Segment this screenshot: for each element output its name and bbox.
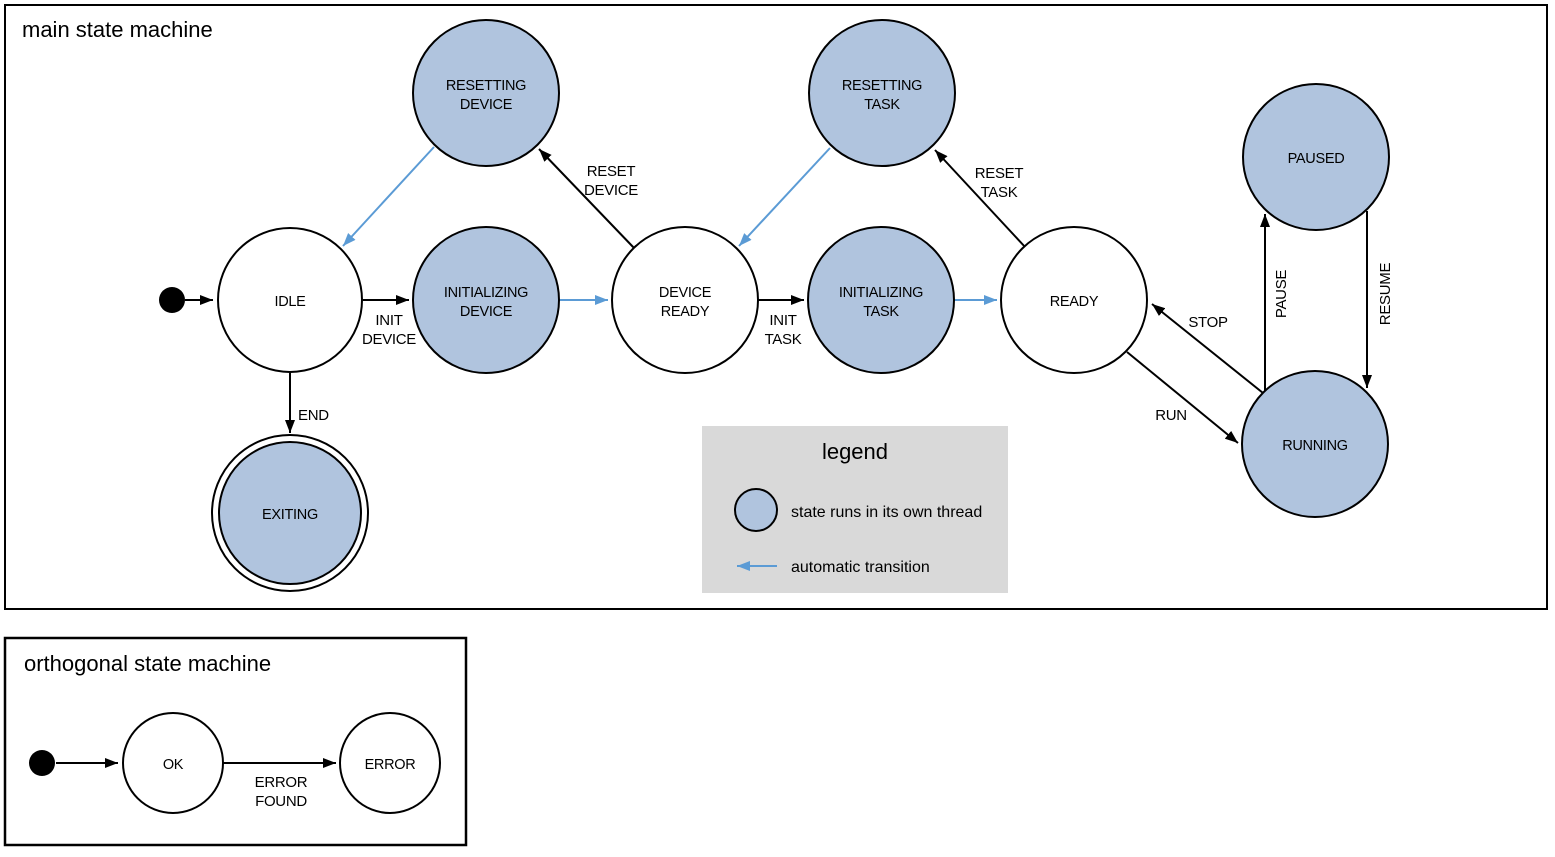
transition-init-task-label-line1: INIT: [769, 312, 796, 329]
legend-automatic-transition-label: automatic transition: [791, 559, 930, 576]
threaded-state-circle-icon: [734, 488, 778, 532]
state-initializing-device-label-line1: INITIALIZING: [444, 285, 528, 301]
state-resetting-task-label-line1: RESETTING: [842, 78, 922, 94]
state-ok: OK: [122, 712, 224, 814]
state-resetting-task: RESETTING TASK: [808, 19, 956, 167]
state-running-circle: [1241, 370, 1389, 518]
state-idle-label: IDLE: [274, 294, 306, 310]
state-resetting-device: RESETTING DEVICE: [412, 19, 560, 167]
transition-resume-label: RESUME: [1377, 263, 1394, 326]
state-initializing-task-label-line2: TASK: [863, 304, 899, 320]
state-exiting-label: EXITING: [262, 507, 318, 523]
state-ready: READY: [1000, 226, 1148, 374]
auto-transition-resetting-task-to-device-ready: [738, 147, 831, 247]
state-initializing-task: INITIALIZING TASK: [807, 226, 955, 374]
state-initializing-task-label-line1: INITIALIZING: [839, 285, 923, 301]
state-idle-circle: [217, 227, 363, 373]
state-running-label: RUNNING: [1282, 438, 1348, 454]
transition-run-arrow: [1126, 351, 1239, 444]
transition-end-label: END: [298, 407, 329, 424]
state-initializing-device-circle: [412, 226, 560, 374]
main-state-machine: main state machine INIT DEVICE RESET DEV…: [4, 4, 1548, 610]
legend-threaded-state-label: state runs in its own thread: [791, 504, 982, 521]
state-ready-circle: [1000, 226, 1148, 374]
state-error-circle: [339, 712, 441, 814]
state-idle: IDLE: [217, 227, 363, 373]
state-paused-label: PAUSED: [1288, 151, 1345, 167]
transition-reset-device-label-line2: DEVICE: [584, 182, 638, 199]
transition-init-task-label-line2: TASK: [765, 331, 802, 348]
orthogonal-initial-state-dot: [29, 750, 55, 776]
state-ready-label: READY: [1050, 294, 1099, 310]
orthogonal-machine-title: orthogonal state machine: [24, 651, 271, 676]
transition-reset-device-arrow: [538, 148, 636, 250]
state-paused: PAUSED: [1242, 83, 1390, 231]
state-initializing-task-circle: [807, 226, 955, 374]
legend-title: legend: [822, 439, 888, 464]
state-initializing-device-label-line2: DEVICE: [460, 304, 513, 320]
transition-reset-task-label-line1: RESET: [975, 165, 1024, 182]
state-resetting-device-label-line1: RESETTING: [446, 78, 526, 94]
transition-error-found-label-line1: ERROR: [255, 774, 308, 791]
state-device-ready-circle: [611, 226, 759, 374]
state-resetting-task-label-line2: TASK: [864, 97, 900, 113]
transition-init-device-label-line1: INIT: [375, 312, 402, 329]
state-exiting: EXITING: [211, 434, 369, 592]
state-ok-circle: [122, 712, 224, 814]
legend: legend state runs in its own thread auto…: [702, 426, 1008, 593]
state-resetting-task-circle: [808, 19, 956, 167]
state-paused-circle: [1242, 83, 1390, 231]
state-ok-label: OK: [163, 757, 184, 773]
state-exiting-inner-circle: [218, 441, 362, 585]
state-error-label: ERROR: [365, 757, 416, 773]
transition-pause-label: PAUSE: [1273, 270, 1290, 319]
initial-state-dot: [159, 287, 185, 313]
main-machine-title: main state machine: [22, 17, 213, 42]
transition-stop-arrow: [1151, 303, 1264, 394]
orthogonal-state-machine: orthogonal state machine ERROR FOUND OK …: [3, 636, 468, 847]
auto-transition-resetting-device-to-idle: [342, 146, 435, 247]
state-device-ready-label-line1: DEVICE: [659, 285, 712, 301]
state-running: RUNNING: [1241, 370, 1389, 518]
transition-run-label: RUN: [1155, 407, 1187, 424]
state-device-ready: DEVICE READY: [611, 226, 759, 374]
transition-reset-task-label-line2: TASK: [981, 184, 1018, 201]
state-device-ready-label-line2: READY: [661, 304, 710, 320]
state-initializing-device: INITIALIZING DEVICE: [412, 226, 560, 374]
transition-error-found-label-line2: FOUND: [255, 793, 307, 810]
state-resetting-device-label-line2: DEVICE: [460, 97, 513, 113]
transition-reset-task-arrow: [934, 149, 1027, 249]
transition-reset-device-label-line1: RESET: [587, 163, 636, 180]
state-error: ERROR: [339, 712, 441, 814]
transition-init-device-label-line2: DEVICE: [362, 331, 416, 348]
state-resetting-device-circle: [412, 19, 560, 167]
transition-stop-label: STOP: [1188, 314, 1228, 331]
